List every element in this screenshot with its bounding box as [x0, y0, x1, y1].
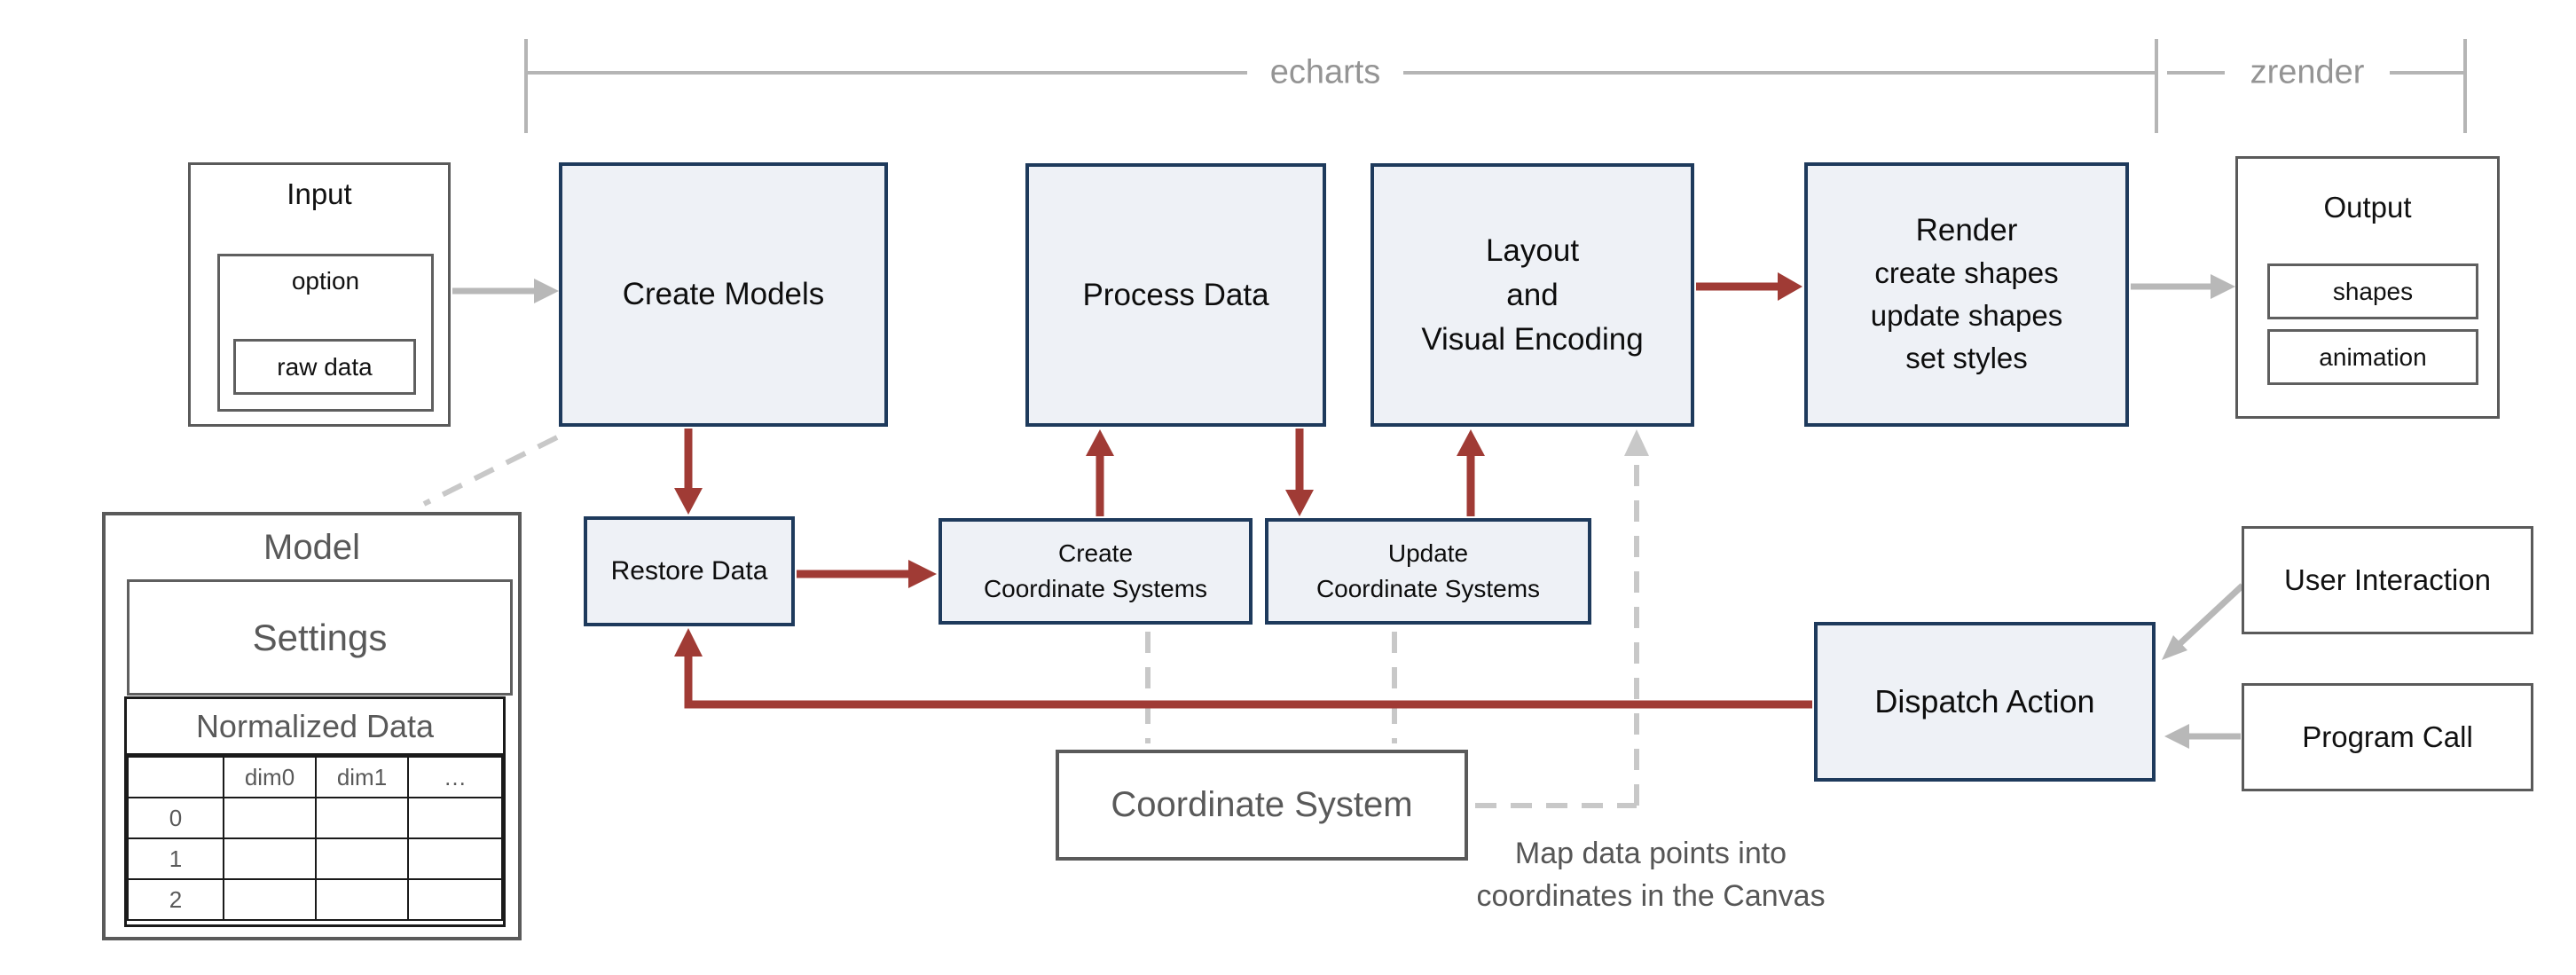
normalized-data-table: Normalized Data dim0 dim1 … 0 — [124, 696, 506, 927]
create-models-label: Create Models — [622, 277, 825, 311]
create-coordinate-label-line1: Create — [1057, 539, 1134, 567]
zrender-bracket-label: zrender — [2250, 53, 2365, 91]
input-box: Input option raw data — [188, 162, 451, 427]
program-call-box: Program Call — [2242, 683, 2533, 791]
animation-box: animation — [2267, 329, 2478, 385]
table-cell — [223, 837, 317, 880]
table-header-row: dim0 dim1 … — [127, 756, 503, 798]
dispatch-action-box: Dispatch Action — [1814, 622, 2156, 782]
arrow-update-coordinate-to-layout — [1457, 429, 1485, 516]
table-cell — [223, 797, 317, 839]
table-cell — [407, 837, 503, 880]
model-box: Model Settings Normalized Data dim0 dim1… — [102, 512, 522, 940]
process-data-box: Process Data — [1025, 163, 1326, 427]
table-cell — [315, 837, 409, 880]
option-label: option — [291, 267, 360, 295]
model-title: Model — [263, 528, 360, 567]
table-row: 0 — [127, 797, 503, 839]
table-col-dim0: dim0 — [223, 756, 317, 798]
table-cell — [315, 797, 409, 839]
user-interaction-label: User Interaction — [2284, 563, 2491, 596]
raw-data-label: raw data — [277, 352, 373, 381]
dispatch-action-label: Dispatch Action — [1874, 683, 2095, 719]
table-col-dim1: dim1 — [315, 756, 409, 798]
animation-label: animation — [2319, 342, 2427, 371]
normalized-data-header: Normalized Data — [127, 699, 503, 756]
zrender-bracket — [2167, 39, 2467, 133]
table-row: 1 — [127, 837, 503, 880]
arrow-restore-data-to-create-coordinate — [797, 560, 937, 588]
normalized-data-grid: dim0 dim1 … 0 1 — [127, 756, 503, 921]
arrow-input-to-create-models — [452, 279, 559, 303]
map-note: Map data points into coordinates in the … — [1385, 832, 1917, 917]
echarts-bracket-label: echarts — [1269, 53, 1381, 91]
coordinate-system-box: Coordinate System — [1056, 750, 1468, 861]
table-row-label: 1 — [127, 837, 224, 880]
update-coordinate-systems-box: Update Coordinate Systems — [1265, 518, 1591, 625]
table-row-label: 2 — [127, 878, 224, 921]
arrow-create-models-to-restore-data — [674, 429, 703, 515]
process-data-label: Process Data — [1082, 277, 1269, 312]
render-label-line4: set styles — [1905, 342, 2028, 374]
create-coordinate-label-line2: Coordinate Systems — [983, 575, 1208, 602]
render-label-line2: create shapes — [1874, 256, 2059, 289]
map-note-line2: coordinates in the Canvas — [1476, 879, 1826, 913]
table-col-ellipsis: … — [407, 756, 503, 798]
program-call-label: Program Call — [2302, 720, 2473, 753]
table-row-label: 0 — [127, 797, 224, 839]
user-interaction-box: User Interaction — [2242, 526, 2533, 634]
echarts-bracket — [524, 39, 2158, 133]
settings-box: Settings — [127, 579, 513, 696]
table-cell — [223, 878, 317, 921]
arrow-render-to-output — [2131, 274, 2235, 299]
map-note-line1: Map data points into — [1514, 837, 1787, 870]
shapes-box: shapes — [2267, 263, 2478, 319]
table-row: 2 — [127, 878, 503, 921]
layout-visual-encoding-box: Layout and Visual Encoding — [1370, 163, 1694, 427]
table-corner-cell — [127, 756, 224, 798]
create-models-box: Create Models — [559, 162, 888, 427]
arrow-dispatch-action-to-restore-data — [674, 628, 1812, 709]
layout-label-line1: Layout — [1485, 232, 1580, 268]
render-label-line1: Render — [1915, 213, 2018, 248]
table-cell — [407, 878, 503, 921]
layout-label-line3: Visual Encoding — [1421, 321, 1644, 357]
create-coordinate-systems-box: Create Coordinate Systems — [939, 518, 1253, 625]
raw-data-box: raw data — [233, 339, 416, 395]
restore-data-label: Restore Data — [610, 556, 768, 586]
arrow-create-coordinate-to-process-data — [1086, 429, 1114, 516]
coordinate-system-label: Coordinate System — [1111, 785, 1413, 824]
settings-label: Settings — [252, 616, 388, 658]
input-title: Input — [287, 177, 352, 210]
arrow-program-call-to-dispatch-action — [2164, 724, 2241, 749]
output-box: Output shapes animation — [2235, 156, 2500, 419]
layout-label-line2: and — [1506, 277, 1559, 312]
output-title: Output — [2323, 191, 2412, 224]
arrow-user-interaction-to-dispatch-action — [2162, 583, 2245, 660]
restore-data-box: Restore Data — [584, 516, 795, 626]
table-cell — [407, 797, 503, 839]
update-coordinate-label-line2: Coordinate Systems — [1315, 575, 1541, 602]
table-cell — [315, 878, 409, 921]
dashed-create-models-to-model — [422, 435, 559, 507]
render-label-line3: update shapes — [1870, 299, 2063, 332]
arrow-process-data-to-update-coordinate — [1285, 429, 1314, 516]
arrow-layout-to-render — [1696, 272, 1802, 301]
dashed-arrowhead-into-layout — [1624, 429, 1649, 456]
update-coordinate-label-line1: Update — [1387, 539, 1469, 567]
render-box: Render create shapes update shapes set s… — [1804, 162, 2129, 427]
shapes-label: shapes — [2332, 277, 2414, 305]
